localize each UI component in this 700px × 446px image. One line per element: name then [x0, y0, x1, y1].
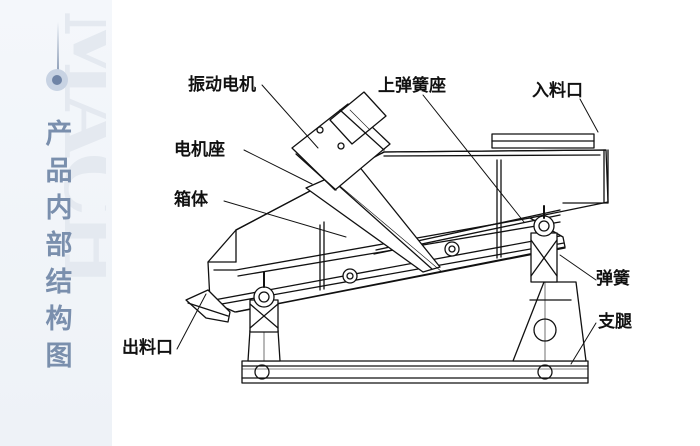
inlet-hopper	[491, 133, 595, 149]
left-leg	[247, 329, 281, 362]
sidebar-title-char: 部	[45, 230, 73, 261]
bearings	[342, 241, 460, 284]
sidebar-line	[57, 22, 59, 74]
sidebar-title-char: 内	[45, 193, 73, 224]
label-inlet: 入料口	[532, 80, 583, 101]
sidebar-title-char: 结	[45, 267, 73, 298]
sidebar-panel: MACH 产品内部结构图	[0, 0, 112, 446]
label-support-leg: 支腿	[598, 311, 632, 332]
label-motor-seat: 电机座	[174, 139, 225, 160]
support-leg	[512, 281, 587, 362]
label-box-body: 箱体	[174, 189, 209, 210]
sidebar-title-char: 品	[45, 156, 73, 187]
base-frame	[241, 360, 589, 384]
label-upper-spring-seat: 上弹簧座	[378, 75, 446, 96]
sidebar-title: 产品内部结构图	[41, 116, 77, 375]
sidebar-dot-icon	[46, 69, 68, 91]
sidebar-watermark: MACH	[6, 10, 106, 440]
sidebar-title-char: 产	[45, 119, 73, 150]
vibration-motor	[291, 91, 391, 191]
label-spring: 弹簧	[596, 268, 630, 289]
leader-lines	[176, 84, 599, 365]
spring-left	[249, 271, 279, 333]
spring-right	[530, 205, 558, 283]
label-vibration-motor: 振动电机	[188, 74, 256, 95]
sidebar-watermark-text: MACH	[46, 10, 106, 284]
sidebar-title-char: 构	[45, 304, 73, 335]
sidebar-title-char: 图	[45, 341, 73, 372]
label-outlet: 出料口	[122, 337, 173, 358]
